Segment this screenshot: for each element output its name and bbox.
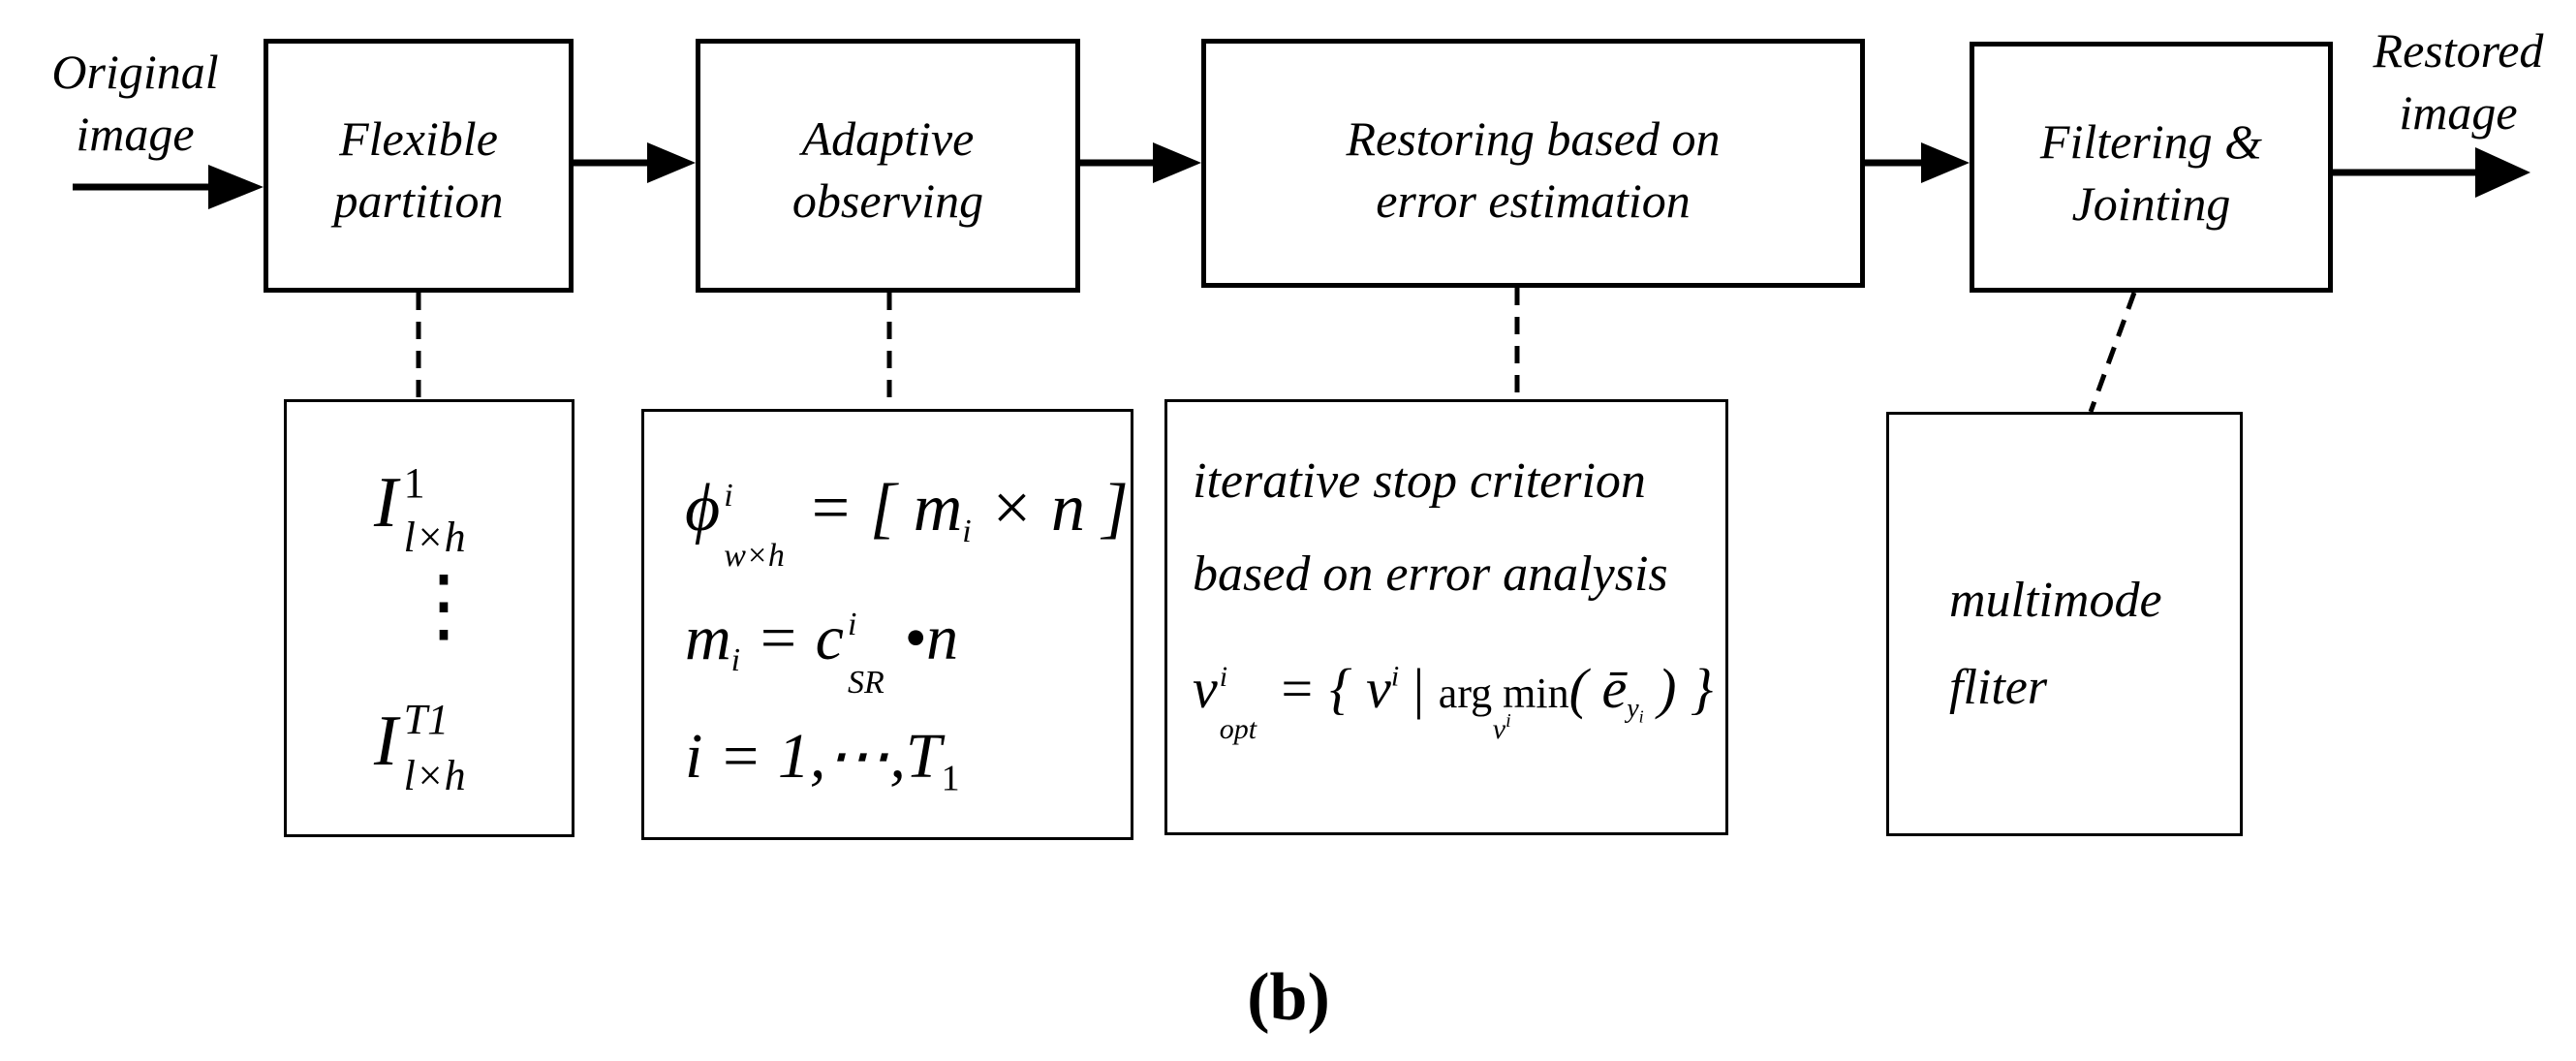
eq2-tail: •n	[903, 603, 959, 673]
ellipsis-vertical: ⋮	[403, 561, 484, 651]
arrowhead-restoring	[1921, 142, 1970, 183]
subscript: 1	[941, 758, 960, 799]
eq-v-superscript: i	[1390, 660, 1400, 693]
stage-filtering-jointing: Filtering & Jointing	[1970, 42, 2333, 293]
restoring-line1: iterative stop criterion	[1193, 453, 1646, 509]
eq2-mid: = c	[740, 603, 844, 673]
stage-title: Adaptive observing	[700, 108, 1075, 232]
input-label-line1: Original	[51, 45, 219, 99]
flow-arrows	[73, 142, 2530, 209]
symbol-m: m	[685, 603, 731, 673]
eq1-rhs-tail: × n ]	[971, 471, 1129, 546]
stage-title-line2: observing	[791, 173, 984, 228]
arrowhead-observing	[1153, 142, 1201, 183]
symbol-I: I	[374, 702, 398, 781]
arrowhead-output	[2475, 147, 2530, 198]
subscript: opt	[1219, 713, 1257, 745]
superscript: 1	[403, 459, 425, 507]
input-label: Original image	[21, 41, 249, 165]
subscript: w×h	[724, 538, 785, 574]
filtering-line1: multimode	[1949, 573, 2162, 628]
output-label-line1: Restored	[2373, 23, 2544, 78]
stage-title: Flexible partition	[268, 108, 569, 232]
eq-close: ) }	[1643, 657, 1714, 720]
stage-title-line1: Restoring based on	[1346, 111, 1721, 166]
symbol-v: v	[1193, 657, 1218, 720]
stage-title-line1: Filtering &	[2039, 114, 2263, 169]
stage-flexible-partition: Flexible partition	[264, 39, 574, 293]
superscript: i	[847, 607, 857, 642]
superscript: i	[724, 478, 733, 514]
stage-title-line2: Jointing	[2071, 176, 2231, 231]
stage-title-line1: Adaptive	[801, 111, 975, 166]
figure-caption: (b)	[1247, 960, 1330, 1035]
stage-title-line1: Flexible	[339, 111, 498, 166]
input-label-line2: image	[76, 107, 195, 161]
subscript: i	[730, 641, 741, 678]
arrowhead-input	[208, 165, 264, 209]
eq-paren-sub: y	[1627, 693, 1639, 724]
superscript: T1	[403, 696, 450, 743]
stage-title: Filtering & Jointing	[1974, 110, 2328, 234]
subscript: l×h	[403, 514, 466, 561]
detail-filtering: multimode fliter	[1886, 412, 2243, 836]
symbol-I: I	[374, 463, 398, 543]
argmin-under: v	[1492, 713, 1506, 745]
filtering-line2: fliter	[1949, 660, 2048, 715]
arrowhead-partition	[647, 142, 696, 183]
superscript: i	[1219, 661, 1228, 693]
symbol-phi: ϕ	[685, 471, 721, 546]
stage-adaptive-observing: Adaptive observing	[696, 39, 1080, 293]
output-label: Restored image	[2344, 19, 2572, 143]
subscript: SR	[847, 665, 885, 701]
eq1-rhs-subscript: i	[962, 513, 972, 549]
eq1-rhs: = [ m	[807, 471, 963, 546]
stage-restoring: Restoring based on error estimation	[1201, 39, 1865, 288]
eq3: i = 1,⋯,T	[685, 721, 942, 792]
equation-i-range: i = 1,⋯,T1	[685, 718, 960, 799]
eq-paren-sub-sub: i	[1638, 706, 1644, 727]
argmin: arg min	[1438, 670, 1569, 717]
subscript: l×h	[403, 752, 466, 799]
eq-open: = { v	[1277, 657, 1391, 720]
stage-title-line2: error estimation	[1376, 173, 1691, 228]
dash-filtering	[2088, 292, 2137, 413]
dashed-links	[416, 288, 2137, 413]
restoring-line2: based on error analysis	[1193, 546, 1668, 602]
stage-title: Restoring based on error estimation	[1206, 108, 1860, 232]
output-label-line2: image	[2399, 85, 2518, 140]
detail-restoring: iterative stop criterion based on error …	[1164, 399, 1728, 835]
eq-paren: ( ē	[1568, 657, 1628, 720]
stage-title-line2: partition	[333, 173, 504, 228]
argmin-under-sup: i	[1505, 710, 1511, 732]
eq-bar: |	[1399, 657, 1439, 720]
